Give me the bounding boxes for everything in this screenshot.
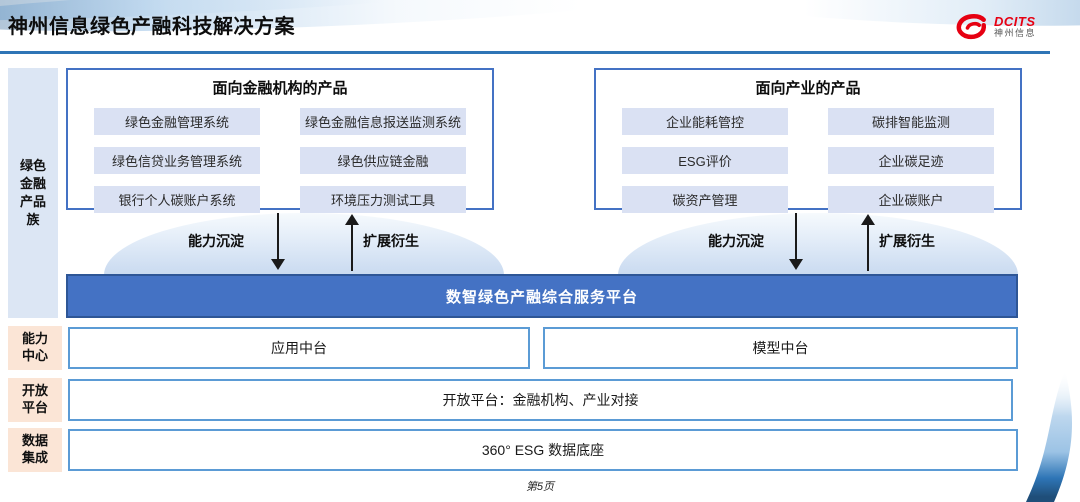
page-title: 神州信息绿色产融科技解决方案 <box>8 16 295 38</box>
dome-decoration-right <box>618 213 1018 275</box>
product-item: 企业能耗管控 <box>622 108 788 135</box>
industry-products-title: 面向产业的产品 <box>755 80 861 97</box>
arrow-down-icon <box>271 213 285 271</box>
platform-bar: 数智绿色产融综合服务平台 <box>66 274 1018 318</box>
model-middle-platform-box: 模型中台 <box>543 327 1018 369</box>
finance-products-grid: 绿色金融管理系统 绿色金融信息报送监测系统 绿色信贷业务管理系统 绿色供应链金融… <box>94 108 466 213</box>
layer-label-data-integration: 数据集成 <box>8 428 62 472</box>
layer-label-capability-center: 能力中心 <box>8 326 62 370</box>
layer-label-text: 开放平台 <box>21 383 48 415</box>
product-item: 绿色金融管理系统 <box>94 108 260 135</box>
product-item: 环境压力测试工具 <box>300 186 466 213</box>
arrow-up-icon <box>861 214 875 272</box>
product-item: 碳资产管理 <box>622 186 788 213</box>
product-item: 企业碳账户 <box>828 186 994 213</box>
product-item: ESG评价 <box>622 147 788 174</box>
industry-products-box: 面向产业的产品 企业能耗管控 碳排智能监测 ESG评价 企业碳足迹 碳资产管理 … <box>594 68 1022 213</box>
product-item: 银行个人碳账户系统 <box>94 186 260 213</box>
product-item: 绿色信贷业务管理系统 <box>94 147 260 174</box>
company-logo: DCITS 神州信息 <box>954 6 1064 48</box>
rail-label: 绿色金融产品族 <box>19 157 46 228</box>
dome-decoration-left <box>104 213 504 275</box>
arrow-up-icon <box>345 214 359 272</box>
finance-products-box: 面向金融机构的产品 绿色金融管理系统 绿色金融信息报送监测系统 绿色信贷业务管理… <box>66 68 494 213</box>
header-divider <box>0 51 1050 54</box>
layer-label-open-platform: 开放平台 <box>8 378 62 422</box>
logo-brand-text: DCITS <box>994 14 1036 30</box>
product-item: 绿色金融信息报送监测系统 <box>300 108 466 135</box>
page-number: 第5页 <box>525 481 555 493</box>
open-platform-box: 开放平台：金融机构、产业对接 <box>68 379 1013 421</box>
capability-sediment-label: 能力沉淀 <box>708 233 764 249</box>
extension-derive-label: 扩展衍生 <box>363 233 419 249</box>
product-item: 企业碳足迹 <box>828 147 994 174</box>
product-item: 绿色供应链金融 <box>300 147 466 174</box>
arrow-down-icon <box>789 213 803 271</box>
rail-green-finance-product-family: 绿色金融产品族 <box>8 68 58 318</box>
logo-brand-cn-text: 神州信息 <box>994 28 1037 39</box>
extension-derive-label: 扩展衍生 <box>879 233 935 249</box>
product-item: 碳排智能监测 <box>828 108 994 135</box>
industry-products-grid: 企业能耗管控 碳排智能监测 ESG评价 企业碳足迹 碳资产管理 企业碳账户 <box>622 108 994 213</box>
capability-sediment-label: 能力沉淀 <box>188 233 244 249</box>
app-middle-platform-box: 应用中台 <box>68 327 530 369</box>
layer-label-text: 能力中心 <box>21 331 48 363</box>
dcits-swirl-icon <box>956 14 986 40</box>
layer-label-text: 数据集成 <box>21 433 48 465</box>
esg-data-base-box: 360° ESG 数据底座 <box>68 429 1018 471</box>
finance-products-title: 面向金融机构的产品 <box>212 80 348 97</box>
